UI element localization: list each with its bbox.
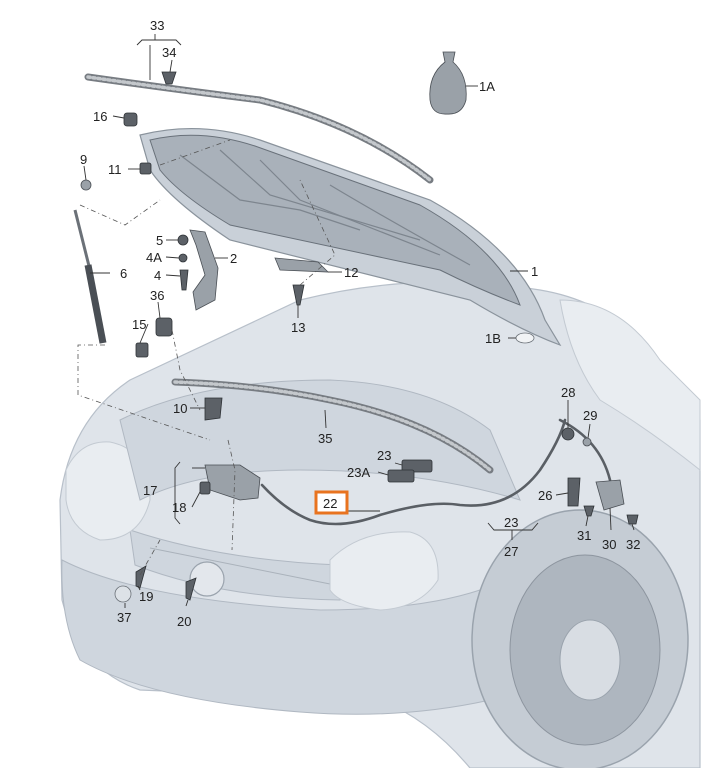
part-1A-bag xyxy=(429,51,467,115)
part-29 xyxy=(582,437,592,447)
label-36: 36 xyxy=(150,288,164,303)
part-31-screw xyxy=(583,505,595,517)
label-37: 37 xyxy=(117,610,131,625)
highlight-box-22 xyxy=(314,490,349,515)
label-11: 11 xyxy=(108,162,122,177)
label-1B: 1B xyxy=(485,331,501,346)
part-16 xyxy=(123,112,138,127)
part-5 xyxy=(177,234,189,246)
label-28: 28 xyxy=(561,385,575,400)
part-2-hinge xyxy=(189,229,219,311)
car-body xyxy=(59,281,701,768)
label-19: 19 xyxy=(139,589,153,604)
part-30-handle xyxy=(595,479,625,511)
label-1A: 1A xyxy=(479,79,495,94)
label-32: 32 xyxy=(626,537,640,552)
label-33: 33 xyxy=(150,18,164,33)
part-9 xyxy=(80,179,92,191)
leader-lines xyxy=(83,34,635,608)
label-22: 22 xyxy=(323,496,337,511)
part-28 xyxy=(561,427,575,441)
part-11 xyxy=(139,162,152,175)
part-19-screw xyxy=(135,565,147,589)
label-20: 20 xyxy=(177,614,191,629)
label-29: 29 xyxy=(583,408,597,423)
label-10: 10 xyxy=(173,401,187,416)
label-12: 12 xyxy=(344,265,358,280)
part-4-bolt xyxy=(179,269,189,291)
hood-panel xyxy=(139,127,562,347)
part-34 xyxy=(161,71,177,85)
label-18: 18 xyxy=(172,500,186,515)
part-26-lever xyxy=(567,477,581,507)
assembly-lines xyxy=(77,139,336,576)
label-17: 17 xyxy=(143,483,157,498)
part-1B xyxy=(515,332,535,344)
part-20-bolt xyxy=(185,577,197,601)
part-6-gas-strut xyxy=(73,209,107,344)
label-4A: 4A xyxy=(146,250,162,265)
part-labels: 33 34 1A 16 9 11 5 4A 2 1 12 6 4 36 15 1… xyxy=(80,18,640,629)
part-18 xyxy=(199,481,211,495)
part-4A xyxy=(178,253,188,263)
part-32-clip xyxy=(626,514,639,525)
label-6: 6 xyxy=(120,266,127,281)
label-9: 9 xyxy=(80,152,87,167)
part-37-cap xyxy=(114,585,132,603)
label-35: 35 xyxy=(318,431,332,446)
part-15 xyxy=(135,342,149,358)
label-13: 13 xyxy=(291,320,305,335)
part-23-bracket xyxy=(401,459,433,473)
label-15: 15 xyxy=(132,317,146,332)
label-30: 30 xyxy=(602,537,616,552)
label-23A: 23A xyxy=(347,465,370,480)
label-23-bottom: 23 xyxy=(504,515,518,530)
label-4: 4 xyxy=(154,268,161,283)
label-1: 1 xyxy=(531,264,538,279)
part-23A xyxy=(387,469,415,483)
label-16: 16 xyxy=(93,109,107,124)
label-34: 34 xyxy=(162,45,176,60)
label-2: 2 xyxy=(230,251,237,266)
label-26: 26 xyxy=(538,488,552,503)
part-36 xyxy=(155,317,173,337)
label-27: 27 xyxy=(504,544,518,559)
label-23-top: 23 xyxy=(377,448,391,463)
part-10-catch xyxy=(204,397,223,421)
label-5: 5 xyxy=(156,233,163,248)
seal-35 xyxy=(171,378,494,474)
seal-33 xyxy=(84,73,434,184)
label-31: 31 xyxy=(577,528,591,543)
